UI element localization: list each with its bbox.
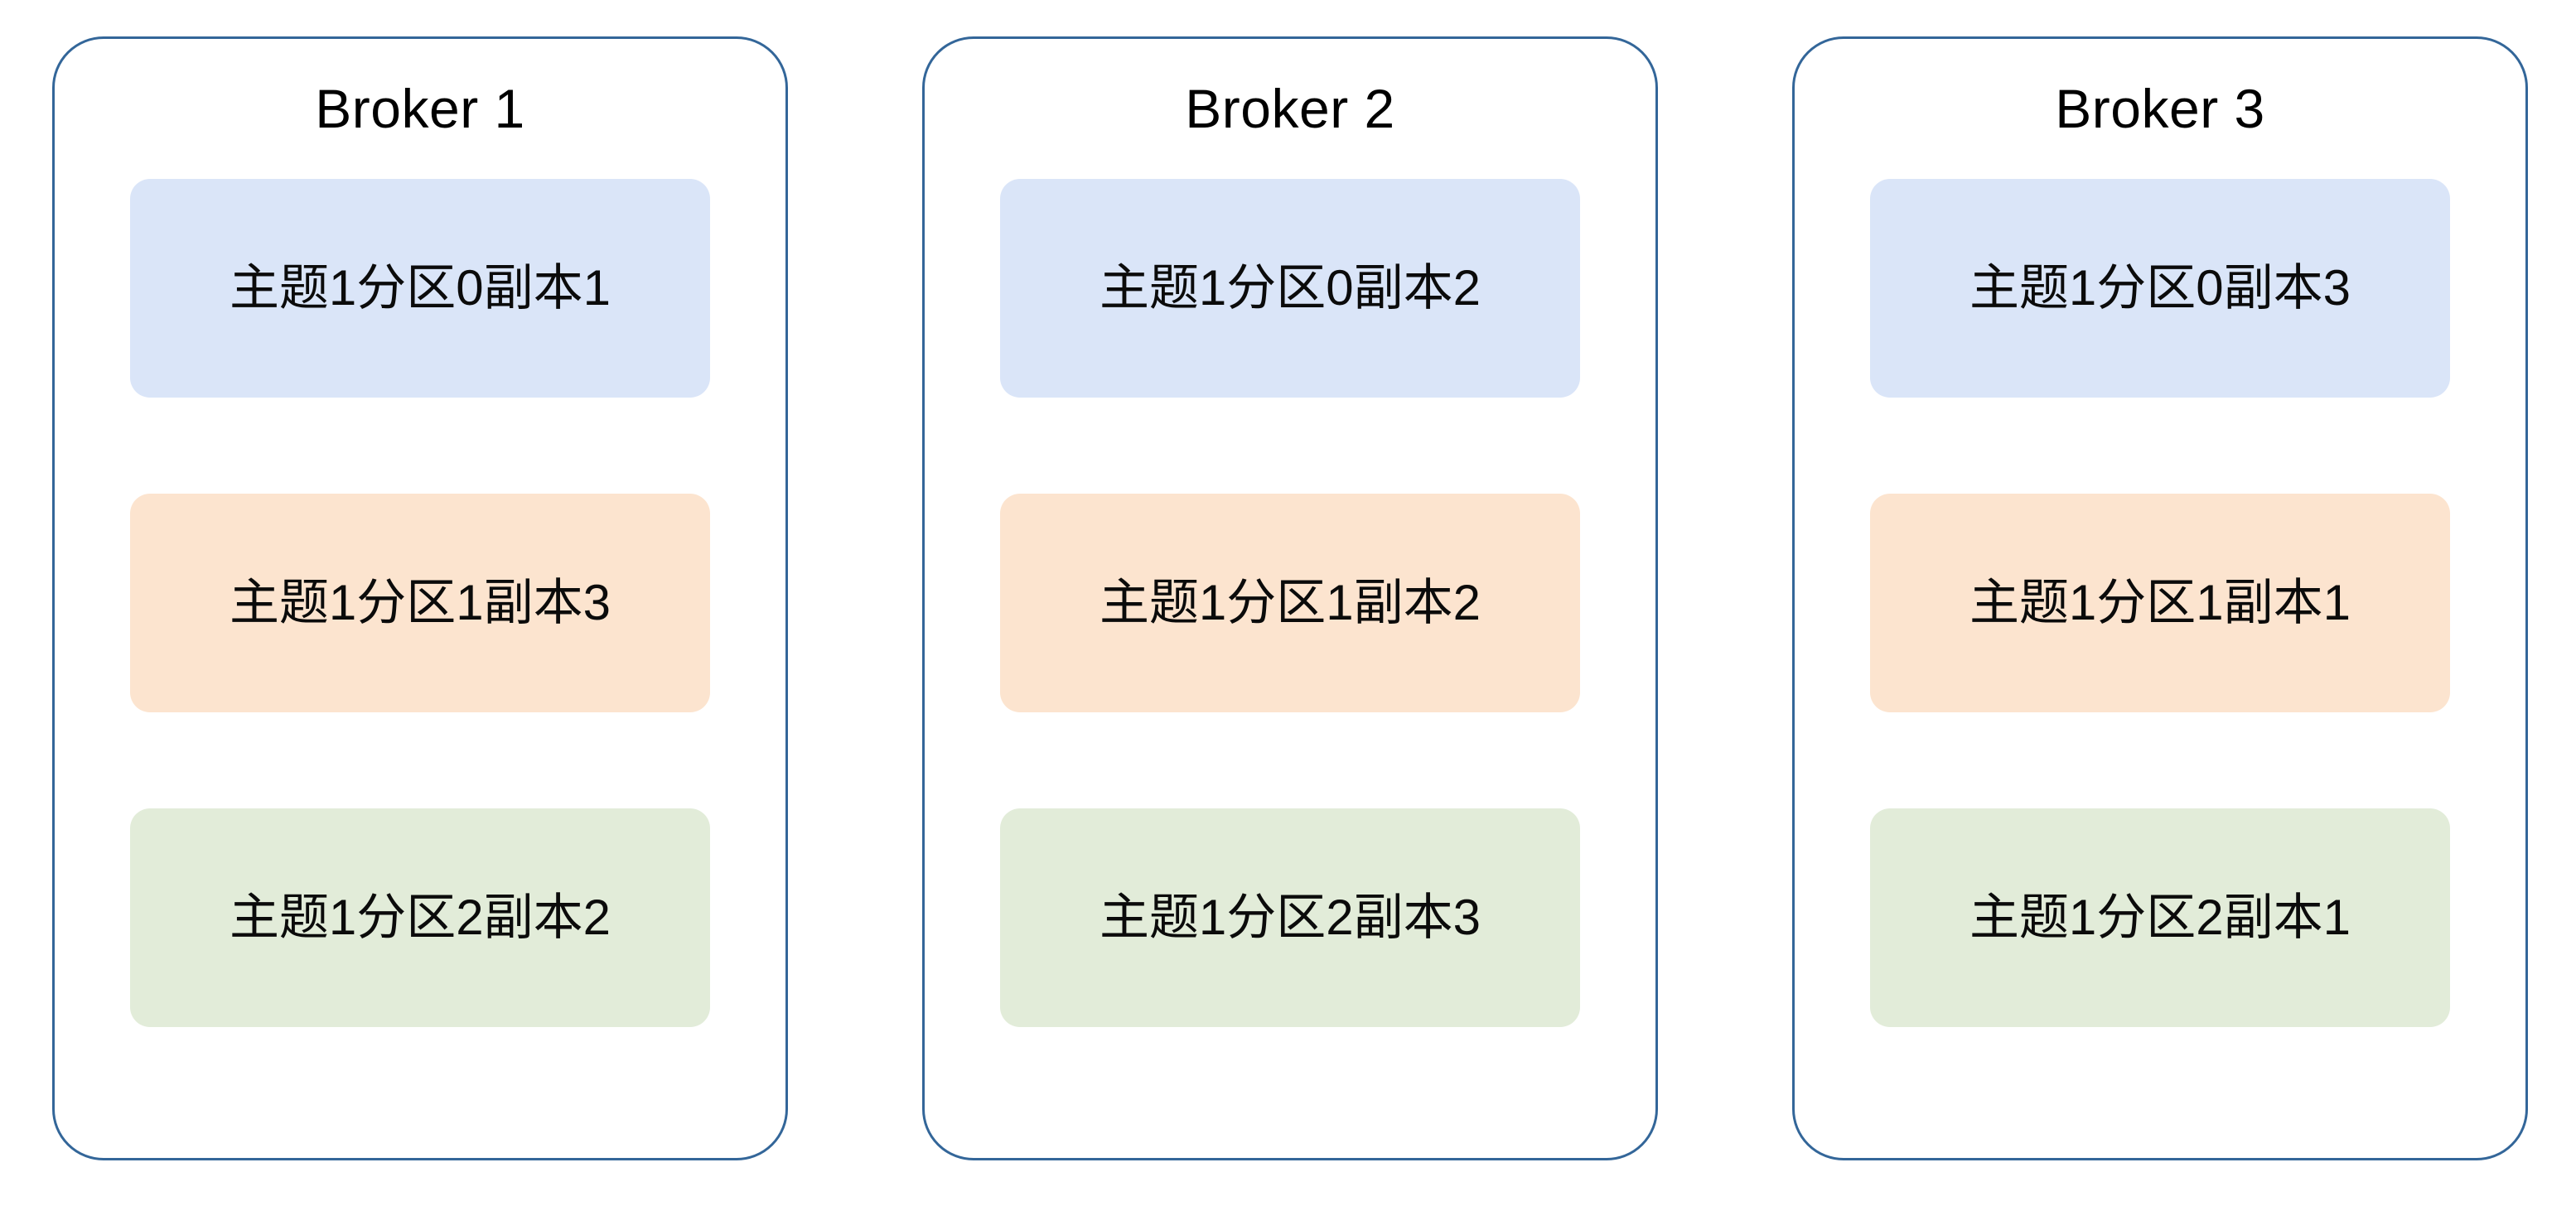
replica-list-1: 主题1分区0副本1 主题1分区1副本3 主题1分区2副本2 [55, 178, 785, 1027]
replica-label-p0-b1: 主题1分区0副本1 [229, 260, 611, 316]
replica-box-p0-b3[interactable]: 主题1分区0副本3 [1870, 178, 2450, 398]
replica-box-p2-b2[interactable]: 主题1分区2副本3 [1000, 808, 1580, 1027]
replica-box-p1-b2[interactable]: 主题1分区1副本2 [1000, 493, 1580, 712]
replica-label-p1-b2: 主题1分区1副本2 [1099, 575, 1481, 631]
broker-card-2[interactable]: Broker 2 主题1分区0副本2 主题1分区1副本2 主题1分区2副本3 [922, 36, 1658, 1160]
replica-list-3: 主题1分区0副本3 主题1分区1副本1 主题1分区2副本1 [1795, 178, 2525, 1027]
replica-label-p2-b3: 主题1分区2副本1 [1969, 890, 2351, 946]
replica-label-p2-b1: 主题1分区2副本2 [229, 890, 611, 946]
replica-label-p1-b1: 主题1分区1副本3 [229, 575, 611, 631]
replica-label-p2-b2: 主题1分区2副本3 [1099, 890, 1481, 946]
broker-title-1: Broker 1 [315, 78, 525, 139]
broker-card-1[interactable]: Broker 1 主题1分区0副本1 主题1分区1副本3 主题1分区2副本2 [52, 36, 788, 1160]
replica-list-2: 主题1分区0副本2 主题1分区1副本2 主题1分区2副本3 [925, 178, 1655, 1027]
replica-box-p2-b1[interactable]: 主题1分区2副本2 [130, 808, 710, 1027]
replica-box-p2-b3[interactable]: 主题1分区2副本1 [1870, 808, 2450, 1027]
broker-title-2: Broker 2 [1185, 78, 1395, 139]
replica-label-p1-b3: 主题1分区1副本1 [1969, 575, 2351, 631]
broker-card-3[interactable]: Broker 3 主题1分区0副本3 主题1分区1副本1 主题1分区2副本1 [1792, 36, 2528, 1160]
replica-box-p1-b1[interactable]: 主题1分区1副本3 [130, 493, 710, 712]
replica-label-p0-b3: 主题1分区0副本3 [1969, 260, 2351, 316]
replica-label-p0-b2: 主题1分区0副本2 [1099, 260, 1481, 316]
replica-box-p0-b1[interactable]: 主题1分区0副本1 [130, 178, 710, 398]
broker-title-3: Broker 3 [2055, 78, 2265, 139]
replica-box-p1-b3[interactable]: 主题1分区1副本1 [1870, 493, 2450, 712]
replica-box-p0-b2[interactable]: 主题1分区0副本2 [1000, 178, 1580, 398]
